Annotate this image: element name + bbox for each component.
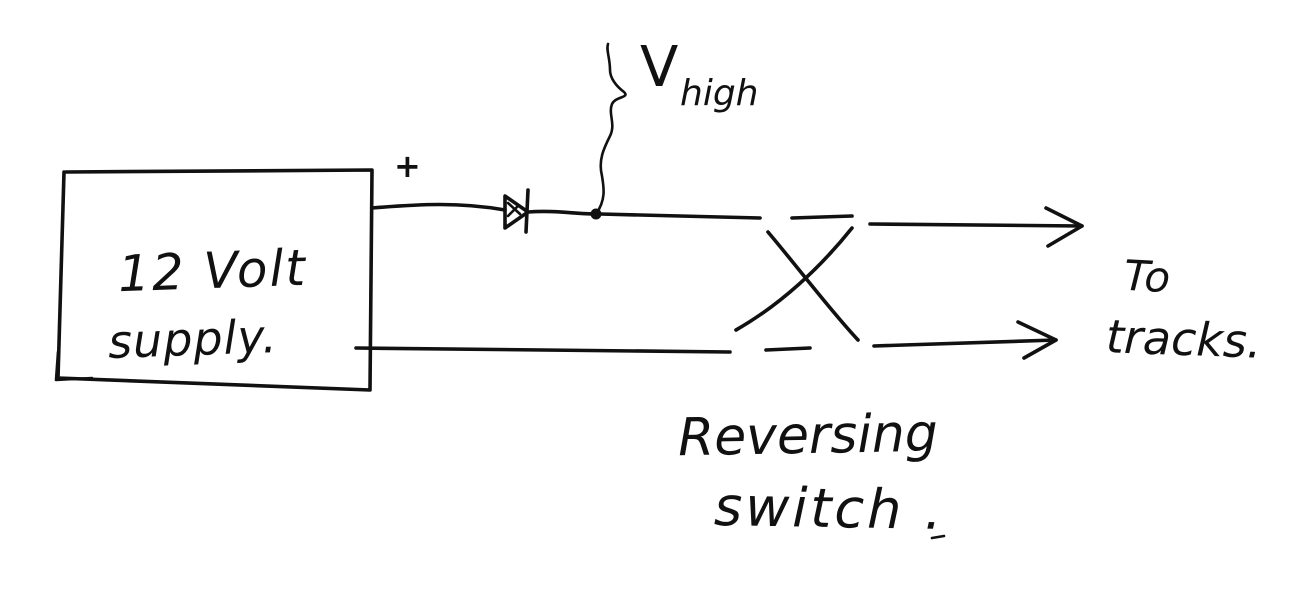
output-arrow-bottom-icon: [1016, 320, 1058, 360]
output-arrow-top-icon: [1044, 206, 1084, 248]
output-label-line2: tracks.: [1105, 309, 1263, 369]
positive-wire-segment-2: [526, 209, 598, 216]
vhigh-probe-lead: [594, 42, 627, 216]
switch-contact-bottom: [764, 346, 812, 352]
voltage-label-subscript: high: [680, 73, 759, 114]
supply-label-line1: 12 Volt: [117, 238, 308, 304]
supply-box-corner-tick: [54, 350, 94, 382]
voltage-label-main: V: [640, 35, 679, 100]
output-wire-bottom: [872, 338, 1058, 348]
positive-wire-segment-1: [370, 202, 507, 212]
negative-wire: [354, 346, 732, 354]
switch-label-line1: Reversing: [677, 403, 939, 469]
supply-box: [56, 168, 374, 392]
switch-label-line2: switch .: [713, 474, 946, 543]
diode-icon: [503, 188, 530, 234]
switch-cross-arm-2: [734, 226, 854, 332]
output-label-line1: To: [1122, 250, 1172, 303]
positive-wire-segment-3: [598, 212, 762, 220]
switch-contact-top: [790, 214, 854, 220]
output-wire-top: [868, 222, 1084, 228]
supply-label-line2: supply.: [107, 309, 279, 369]
switch-cross-arm-1: [766, 230, 860, 342]
plus-sign-label: +: [394, 147, 421, 185]
switch-label-trailing-mark: [930, 534, 946, 540]
